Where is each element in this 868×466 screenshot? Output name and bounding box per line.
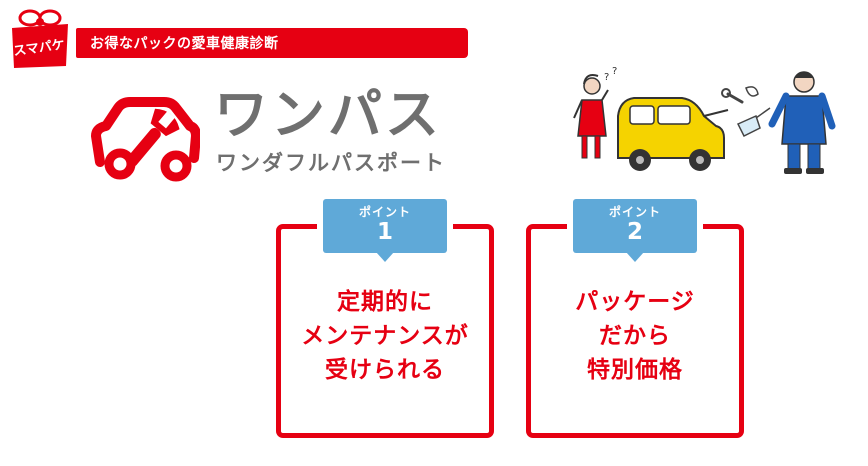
point-line: パッケージ — [575, 289, 695, 315]
point-line: 受けられる — [325, 357, 445, 383]
point-line: だから — [599, 323, 671, 349]
point-card-1: ポイント 1 定期的に メンテナンスが 受けられる — [276, 199, 494, 438]
point-tab-2: ポイント 2 — [573, 199, 697, 253]
logo-subtitle: ワンダフルパスポート — [216, 151, 446, 175]
point-description: 定期的に メンテナンスが 受けられる — [281, 285, 489, 387]
badge-label: スマパケ — [12, 37, 65, 59]
point-label: ポイント — [358, 205, 411, 219]
smapake-badge: スマパケ — [8, 8, 72, 70]
point-number: 2 — [626, 219, 643, 245]
svg-text:?: ? — [612, 66, 617, 77]
banner-text: お得なパックの愛車健康診断 — [90, 36, 279, 52]
car-wrench-logo-icon — [90, 96, 201, 182]
point-line: メンテナンスが — [301, 323, 469, 349]
point-card-2: ポイント 2 パッケージ だから 特別価格 — [526, 199, 744, 438]
gift-box-icon: スマパケ — [12, 9, 68, 68]
point-number: 1 — [376, 219, 393, 245]
car-checkup-illustration: ? ? — [560, 66, 842, 178]
mechanic-figure-icon — [768, 71, 836, 174]
point-label: ポイント — [608, 205, 661, 219]
point-description: パッケージ だから 特別価格 — [531, 285, 739, 387]
yellow-car-icon — [617, 97, 729, 171]
point-tab-1: ポイント 1 — [323, 199, 447, 253]
tools-icon — [721, 86, 771, 138]
woman-figure-icon: ? ? — [573, 66, 617, 159]
point-line: 定期的に — [337, 289, 433, 315]
point-line: 特別価格 — [587, 357, 683, 383]
logo-title: ワンパス — [214, 83, 442, 146]
header-banner: お得なパックの愛車健康診断 — [76, 28, 468, 58]
svg-text:?: ? — [604, 72, 609, 83]
